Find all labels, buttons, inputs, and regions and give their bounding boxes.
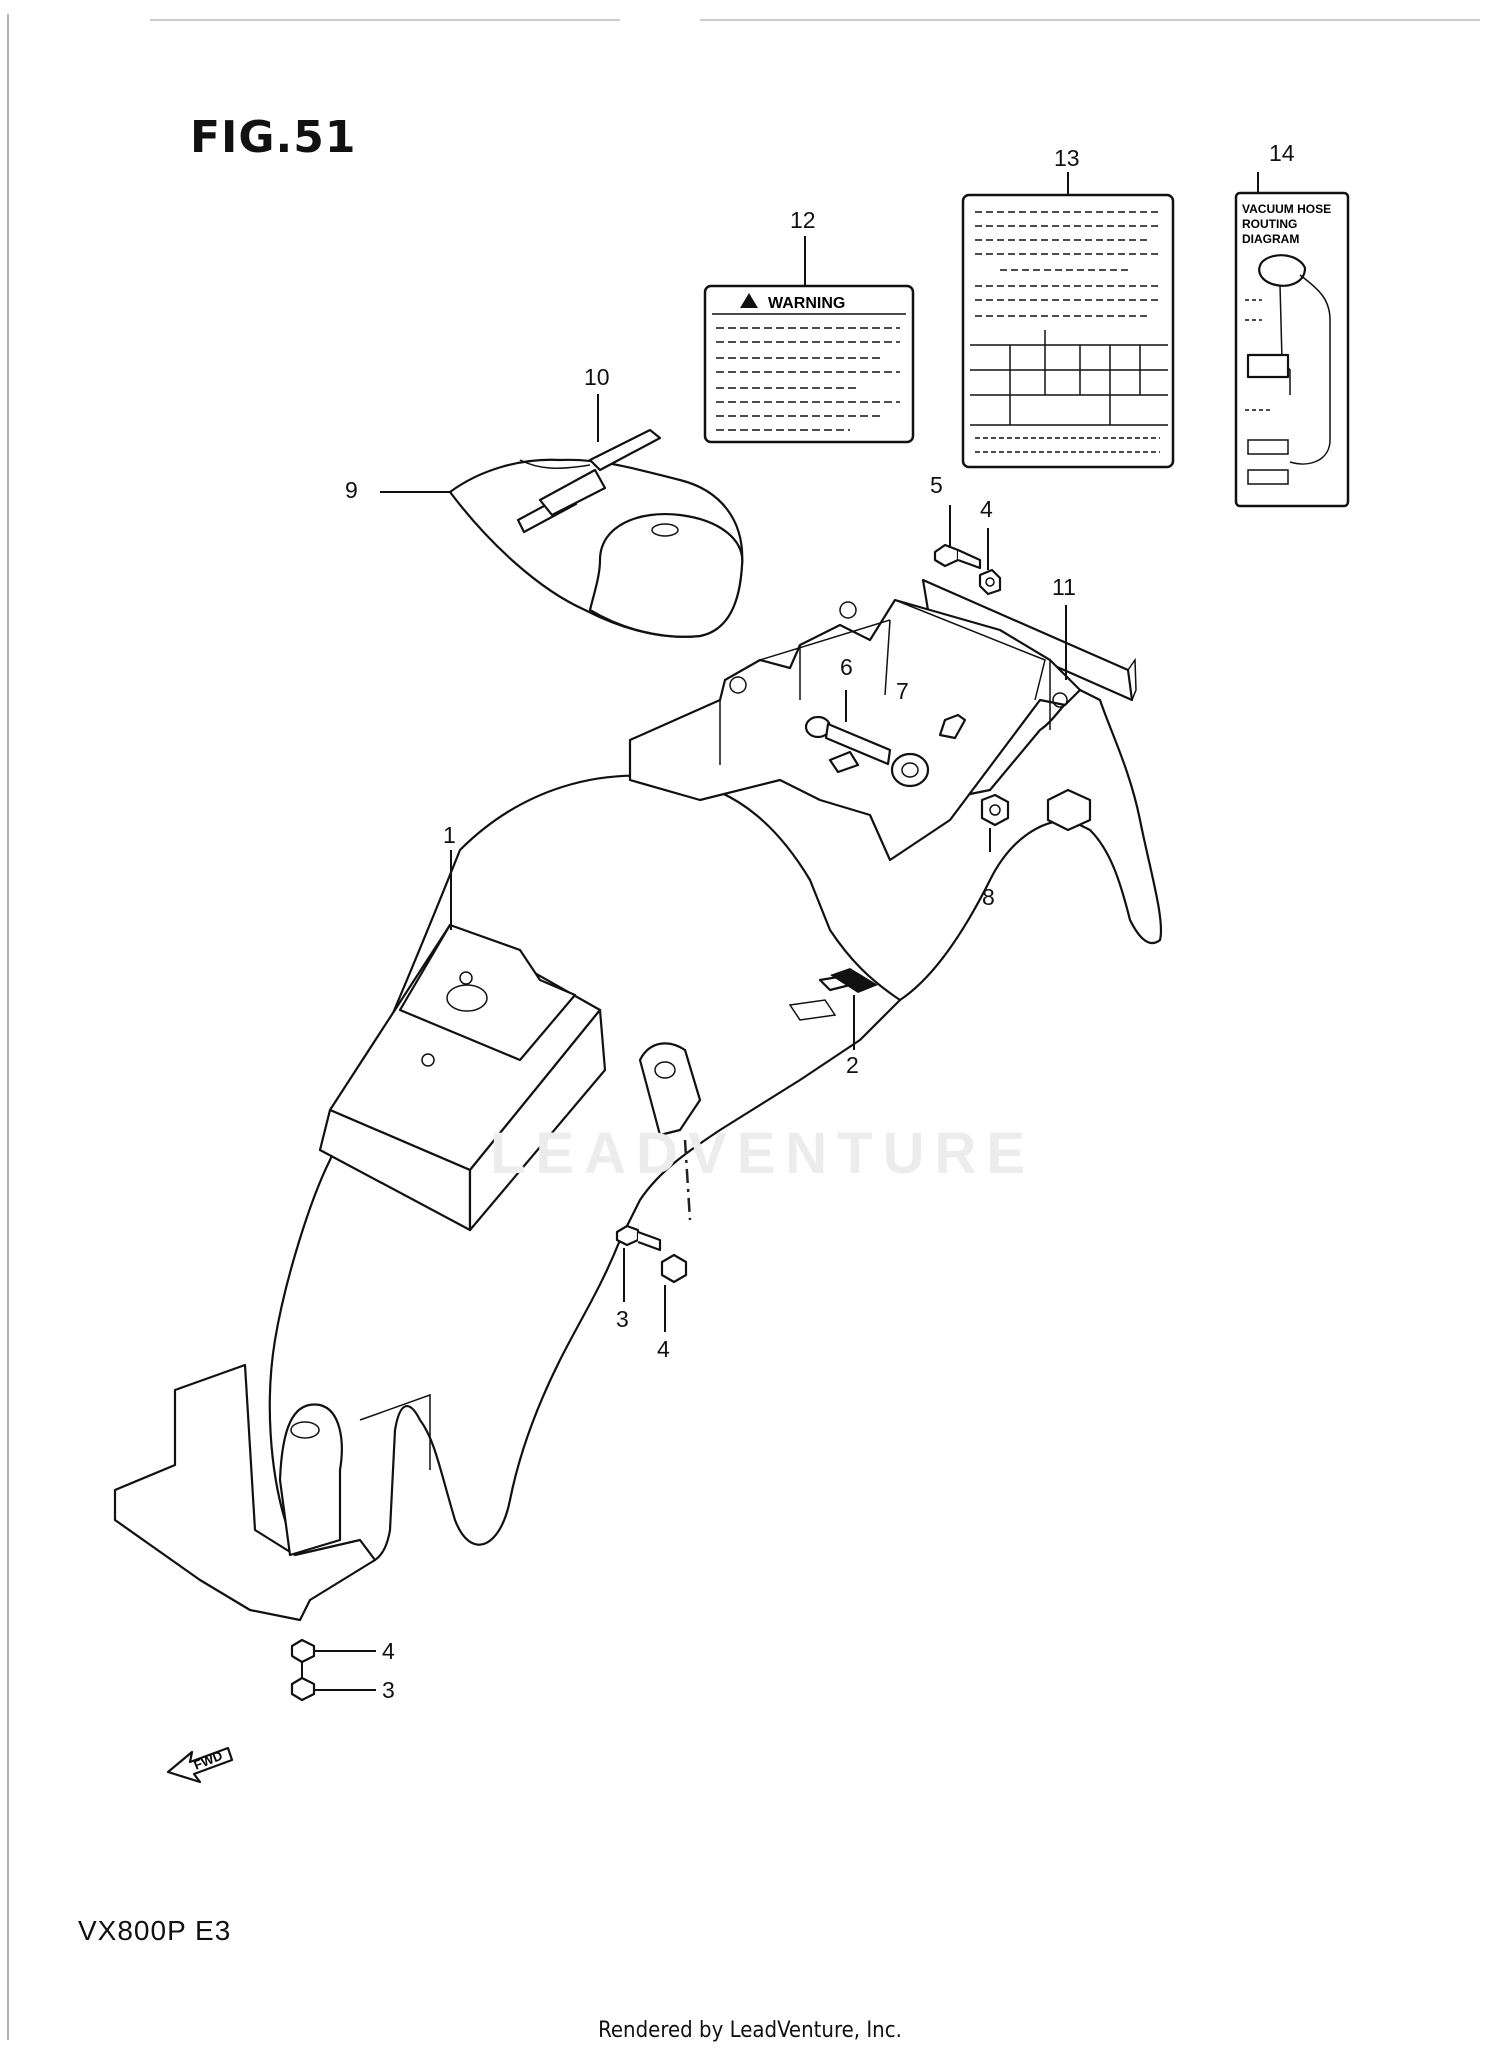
rear-bracket [628, 598, 1092, 862]
watermark-text: LEADVENTURE [490, 1121, 1036, 1186]
fastener-bolt-6 [804, 715, 892, 766]
vacuum-hose-label-part-14: VACUUM HOSE ROUTING DIAGRAM [1234, 191, 1350, 508]
fastener-bolt-3-bottom [290, 1662, 316, 1702]
callout-13: 13 [1054, 145, 1080, 171]
callout-8: 8 [982, 884, 995, 910]
fastener-bolt-5 [933, 543, 982, 570]
fastener-nut-8 [980, 793, 1010, 827]
label-part-2 [830, 968, 878, 993]
fastener-nut-4-bottom [290, 1638, 316, 1664]
fastener-collar-7 [890, 752, 930, 788]
fastener-nut-4-mid [660, 1253, 688, 1284]
callout-1: 1 [443, 822, 456, 848]
fwd-arrow-icon: FWD [166, 1746, 234, 1784]
strap-part-10 [516, 428, 662, 534]
scan-border [7, 14, 1480, 2040]
callout-11: 11 [1052, 574, 1076, 600]
plate-part-11 [921, 578, 1137, 702]
warning-label-part-12: WARNING [703, 284, 915, 444]
callout-4-bottom: 4 [382, 1638, 395, 1664]
callout-7: 7 [896, 678, 909, 704]
callout-3-bottom: 3 [382, 1677, 395, 1703]
callout-10: 10 [584, 364, 610, 390]
callout-4-top: 4 [980, 496, 993, 522]
callout-12: 12 [790, 207, 816, 233]
callout-2: 2 [846, 1052, 859, 1078]
leader-lines [314, 172, 1259, 1691]
vacuum-label-line-3: DIAGRAM [1242, 232, 1299, 246]
fastener-bolt-3-mid [615, 1224, 662, 1252]
vacuum-label-line-2: ROUTING [1242, 217, 1297, 231]
callout-3-mid: 3 [616, 1306, 629, 1332]
callout-4-mid: 4 [657, 1336, 670, 1362]
fastener-nut-4-top [978, 568, 1002, 596]
figure-title: FIG.51 [190, 112, 357, 163]
warning-label-heading: WARNING [768, 295, 845, 312]
vacuum-label-line-1: VACUUM HOSE [1242, 202, 1331, 216]
model-code: VX800P E3 [78, 1915, 232, 1946]
footer-credit: Rendered by LeadVenture, Inc. [598, 2018, 902, 2043]
callout-14: 14 [1269, 140, 1295, 166]
callout-5: 5 [930, 472, 943, 498]
callout-9: 9 [345, 477, 358, 503]
info-label-part-13 [961, 193, 1175, 469]
callout-6: 6 [840, 654, 853, 680]
tool-bag-part-9 [448, 458, 744, 638]
